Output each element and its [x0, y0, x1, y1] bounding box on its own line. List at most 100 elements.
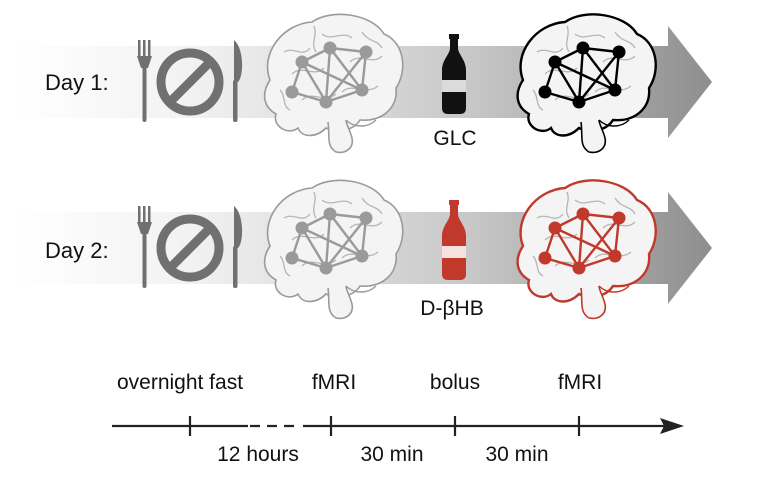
fork-icon	[137, 40, 152, 122]
network-node	[355, 83, 369, 97]
brain-outline	[516, 13, 657, 137]
brain-fold	[283, 47, 311, 53]
network-edge	[554, 226, 616, 258]
brain-fold	[301, 93, 337, 101]
network-node	[323, 41, 337, 55]
brain-outline	[516, 179, 657, 303]
network-node	[608, 249, 622, 263]
network-edge	[300, 227, 328, 269]
brain-stem	[327, 119, 354, 154]
brain-fold	[574, 199, 606, 205]
brain-stem	[580, 285, 607, 320]
network-node	[359, 45, 373, 59]
prohibition-slash	[165, 223, 215, 273]
brain-fold	[566, 25, 570, 53]
network-edge	[578, 51, 620, 103]
brain-fold	[574, 33, 606, 39]
bolus-label: bolus	[429, 371, 481, 394]
brain-icon-ketone	[516, 179, 657, 320]
brain-outline	[263, 13, 404, 137]
bottle-label	[442, 80, 466, 92]
brain-fold	[532, 89, 544, 111]
network-node	[538, 251, 552, 265]
day-1-row	[14, 13, 712, 154]
brain-fold	[321, 33, 353, 39]
day-2-row	[14, 179, 712, 320]
glucose-bottle-icon	[442, 34, 466, 114]
network-node	[612, 45, 626, 59]
glucose-label: GLC	[433, 127, 477, 150]
brain-fold	[554, 93, 590, 101]
network-node	[612, 211, 626, 225]
day-1-label: Day 1:	[45, 70, 109, 95]
network-node	[359, 211, 373, 225]
network-edge	[300, 61, 328, 103]
brain-fold	[566, 191, 570, 219]
network-node	[576, 207, 590, 221]
no-food-icon	[137, 206, 243, 288]
network-node	[319, 95, 333, 109]
brain-fold	[536, 47, 564, 53]
network-node	[319, 261, 333, 275]
network-node	[295, 221, 309, 235]
brain-fold	[301, 259, 337, 267]
brain-icon-baseline	[263, 179, 404, 320]
prohibition-slash	[165, 57, 215, 107]
brain-fold	[361, 197, 383, 215]
timeline-arrow-icon	[660, 418, 684, 434]
network-node	[355, 249, 369, 263]
network-node	[576, 41, 590, 55]
network-edge	[582, 213, 616, 257]
network-node	[285, 251, 299, 265]
ketone-bottle-icon	[442, 200, 466, 280]
brain-stem	[327, 285, 354, 320]
cerebellum-line	[598, 119, 630, 127]
cerebellum-line	[598, 285, 630, 293]
network-edge	[582, 47, 616, 91]
prohibition-ring	[156, 48, 224, 116]
ketone-label: D-βHB	[420, 297, 484, 320]
interval-30-min-2: 30 min	[485, 443, 549, 466]
overnight-fast-label: overnight fast	[116, 371, 244, 394]
network-edge	[325, 51, 367, 103]
bottle-label	[442, 246, 466, 258]
brain-icon-glucose	[516, 13, 657, 154]
network-edge	[578, 217, 620, 269]
network-node	[548, 221, 562, 235]
timeline-axis	[112, 416, 684, 436]
network-edge	[553, 227, 581, 269]
network-node	[608, 83, 622, 97]
interval-12-hours: 12 hours	[217, 443, 299, 466]
fmri-post-label: fMRI	[557, 371, 603, 394]
network-edge	[554, 60, 616, 92]
brain-fold	[361, 31, 383, 49]
brain-fold	[614, 197, 636, 215]
network-node	[572, 95, 586, 109]
brain-fold	[532, 255, 544, 277]
brain-fold	[614, 31, 636, 49]
bottle-body	[442, 38, 466, 114]
network-edge	[301, 60, 363, 92]
prohibition-ring	[156, 214, 224, 282]
brain-fold	[279, 89, 291, 111]
network-node	[323, 207, 337, 221]
network-edge	[553, 61, 581, 103]
cerebellum-line	[345, 119, 377, 127]
brain-fold	[554, 259, 590, 267]
network-node	[548, 55, 562, 69]
cerebellum-line	[345, 285, 377, 293]
bottle-cap	[449, 200, 459, 205]
bottle-cap	[449, 34, 459, 39]
network-edge	[329, 213, 363, 257]
knife-icon	[233, 40, 243, 122]
network-edge	[301, 226, 363, 258]
bottle-body	[442, 204, 466, 280]
brain-fold	[313, 25, 317, 53]
fmri-pre-label: fMRI	[311, 371, 357, 394]
no-food-icon	[137, 40, 243, 122]
network-node	[285, 85, 299, 99]
brain-outline	[263, 179, 404, 303]
brain-fold	[313, 191, 317, 219]
brain-fold	[283, 213, 311, 219]
